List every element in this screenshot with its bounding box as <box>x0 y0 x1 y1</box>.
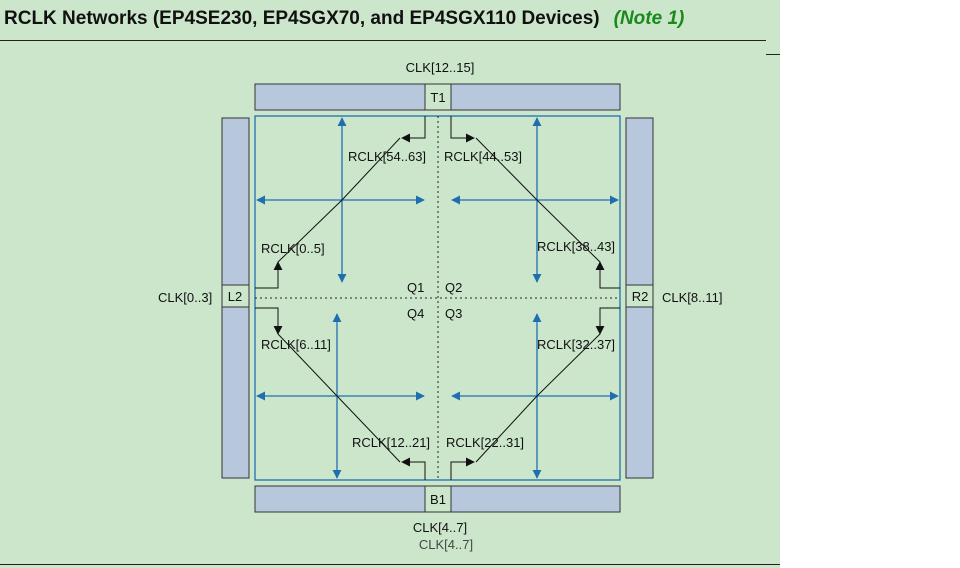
pad-r2-label: R2 <box>632 289 649 304</box>
bottom-rule <box>0 564 780 565</box>
quadrant-q3-label: Q3 <box>445 306 462 321</box>
title-rule <box>0 40 766 41</box>
pad-l2 <box>221 284 250 308</box>
right-rule-stub <box>766 54 780 55</box>
rclk-bottom-right-label: RCLK[22..31] <box>446 435 524 450</box>
figure-title-text: RCLK Networks (EP4SE230, EP4SGX70, and E… <box>4 8 600 29</box>
rclk-bottom-left-label: RCLK[12..21] <box>352 435 430 450</box>
clk-right-label: CLK[8..11] <box>662 290 722 305</box>
pad-b1 <box>424 485 452 513</box>
pad-t1 <box>424 83 452 111</box>
clk-left-label: CLK[0..3] <box>158 290 212 305</box>
rclk-right-lower-label: RCLK[32..37] <box>537 337 615 352</box>
pad-t1-label: T1 <box>430 90 445 105</box>
clk-bottom-label: CLK[4..7] <box>413 520 467 535</box>
pad-r2 <box>625 284 654 308</box>
clk-bottom-ghost-label: CLK[4..7] <box>419 537 473 552</box>
clk-top-label: CLK[12..15] <box>406 60 475 75</box>
region-routing <box>256 117 619 479</box>
rclk-right-upper-label: RCLK[38..43] <box>537 239 615 254</box>
clock-feed-lines <box>255 116 620 480</box>
pad-b1-label: B1 <box>430 492 446 507</box>
figure-note-link[interactable]: (Note 1) <box>613 8 685 29</box>
rclk-left-lower-label: RCLK[6..11] <box>261 337 331 352</box>
rclk-top-left-label: RCLK[54..63] <box>348 149 426 164</box>
quadrant-q1-label: Q1 <box>407 280 424 295</box>
quadrant-q4-label: Q4 <box>407 306 424 321</box>
quadrant-q2-label: Q2 <box>445 280 462 295</box>
rclk-top-right-label: RCLK[44..53] <box>444 149 522 164</box>
pad-l2-label: L2 <box>228 289 242 304</box>
rclk-left-upper-label: RCLK[0..5] <box>261 241 325 256</box>
figure-title: RCLK Networks (EP4SE230, EP4SGX70, and E… <box>4 8 684 30</box>
